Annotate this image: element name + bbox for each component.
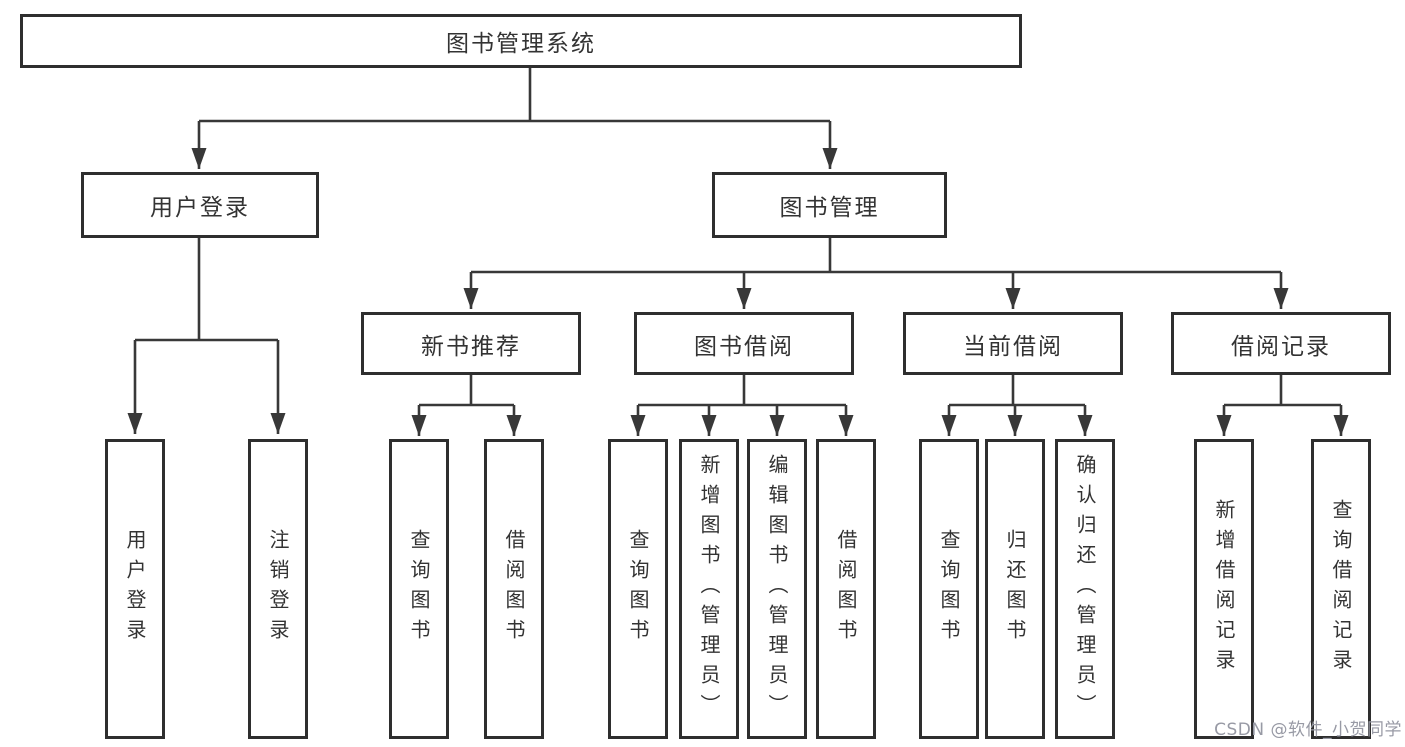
- node-label: 用户登录: [150, 195, 250, 221]
- node-new-book-recommend: 新书推荐: [361, 312, 581, 375]
- node-label: 用户登录: [123, 529, 147, 649]
- node-edit-books-admin-leaf: 编辑图书（管理员）: [747, 439, 807, 739]
- node-add-borrow-record-leaf: 新增借阅记录: [1194, 439, 1254, 739]
- node-label: 图书借阅: [694, 333, 794, 360]
- node-label: 新增图书（管理员）: [697, 454, 721, 724]
- node-borrow-books-leaf: 借阅图书: [484, 439, 544, 739]
- node-return-books-leaf: 归还图书: [985, 439, 1045, 739]
- node-label: 查询图书: [626, 529, 650, 649]
- node-book-management: 图书管理: [712, 172, 947, 238]
- csdn-watermark: CSDN @软件_小贺同学: [1214, 720, 1402, 740]
- node-label: 查询借阅记录: [1329, 499, 1353, 679]
- node-label: 图书管理: [779, 195, 880, 221]
- node-label: 查询图书: [407, 529, 431, 649]
- node-query-books-leaf: 查询图书: [608, 439, 668, 739]
- node-label: 借阅图书: [834, 529, 858, 649]
- node-label: 归还图书: [1003, 529, 1027, 649]
- node-add-books-admin-leaf: 新增图书（管理员）: [679, 439, 739, 739]
- node-query-books-leaf: 查询图书: [919, 439, 979, 739]
- node-book-borrowing: 图书借阅: [634, 312, 854, 375]
- node-label: 确认归还（管理员）: [1073, 454, 1097, 724]
- node-label: 新增借阅记录: [1212, 499, 1236, 679]
- node-query-borrow-record-leaf: 查询借阅记录: [1311, 439, 1371, 739]
- node-logout-leaf: 注销登录: [248, 439, 308, 739]
- node-label: 查询图书: [937, 529, 961, 649]
- node-user-login: 用户登录: [81, 172, 319, 238]
- node-label: 注销登录: [266, 529, 290, 649]
- node-label: 借阅记录: [1231, 333, 1331, 360]
- node-label: 当前借阅: [963, 333, 1063, 360]
- node-label: 图书管理系统: [446, 31, 596, 57]
- node-current-borrowing: 当前借阅: [903, 312, 1123, 375]
- node-label: 借阅图书: [502, 529, 526, 649]
- node-query-books-leaf: 查询图书: [389, 439, 449, 739]
- node-label: 编辑图书（管理员）: [765, 454, 789, 724]
- node-label: 新书推荐: [421, 333, 521, 360]
- node-confirm-return-admin-leaf: 确认归还（管理员）: [1055, 439, 1115, 739]
- node-borrowing-records: 借阅记录: [1171, 312, 1391, 375]
- node-borrow-books-leaf: 借阅图书: [816, 439, 876, 739]
- node-user-login-leaf: 用户登录: [105, 439, 165, 739]
- node-library-system: 图书管理系统: [20, 14, 1022, 68]
